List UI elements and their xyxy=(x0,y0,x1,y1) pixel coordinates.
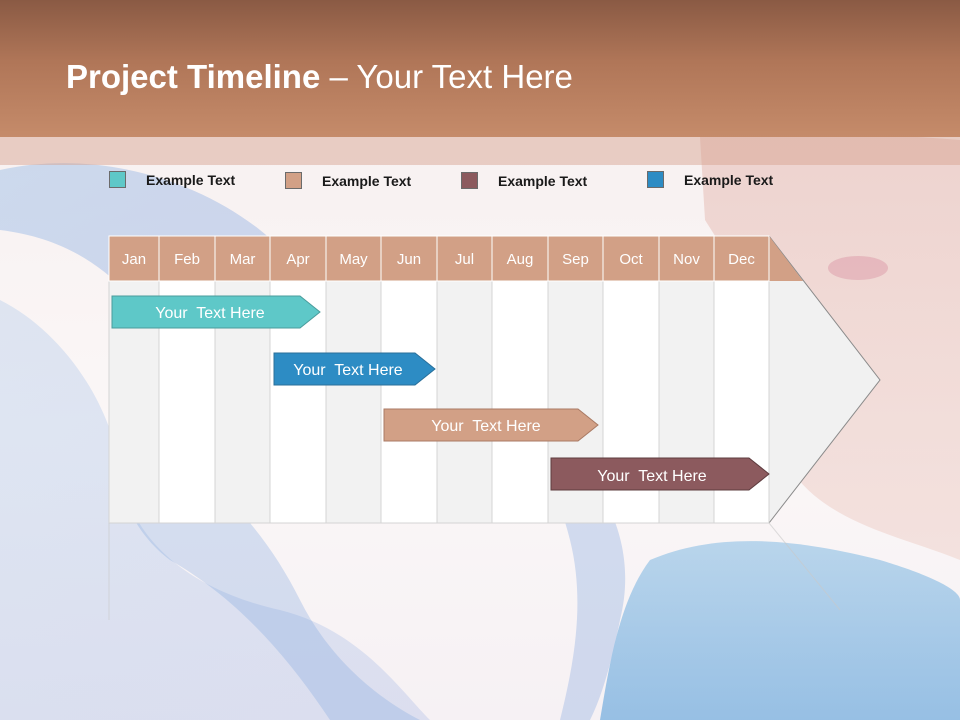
timeline-reflection xyxy=(108,522,841,620)
month-header-bg xyxy=(214,235,271,282)
timeline-bar-shape xyxy=(383,408,599,442)
month-label: Sep xyxy=(562,251,589,268)
month-header-bg xyxy=(269,235,327,282)
legend-label: Example Text xyxy=(322,173,412,189)
month-header-bg xyxy=(602,235,660,282)
month-header-bg xyxy=(658,235,715,282)
month-column xyxy=(491,280,549,524)
month-header-bg xyxy=(547,235,604,282)
month-column xyxy=(436,280,493,524)
timeline-bar-label: Your Text Here xyxy=(293,362,403,379)
month-header-cell: Jan xyxy=(108,235,160,282)
page-title: Project Timeline – Your Text Here xyxy=(66,58,573,96)
legend-label: Example Text xyxy=(146,172,236,188)
timeline-bar: Your Text Here xyxy=(550,457,770,491)
timeline-bar-shape xyxy=(111,295,321,329)
month-column xyxy=(325,280,382,524)
month-header-cell: Oct xyxy=(602,235,660,282)
title-rest: – Your Text Here xyxy=(320,58,573,95)
month-header-bg xyxy=(713,235,770,282)
legend-swatch xyxy=(461,172,478,189)
month-label: Mar xyxy=(230,251,256,268)
legend-label: Example Text xyxy=(498,173,588,189)
legend-swatch xyxy=(285,172,302,189)
month-label: Apr xyxy=(286,251,309,268)
month-label: May xyxy=(339,251,368,268)
month-header-cell: Nov xyxy=(658,235,715,282)
month-label: Nov xyxy=(673,251,700,268)
timeline-bar-label: Your Text Here xyxy=(597,468,707,485)
month-header-cell: Mar xyxy=(214,235,271,282)
month-header-cell: Aug xyxy=(491,235,549,282)
month-header-bg xyxy=(325,235,382,282)
month-header-bg xyxy=(108,235,160,282)
month-label: Oct xyxy=(619,251,643,268)
month-label: Jan xyxy=(122,251,146,268)
month-header-bg xyxy=(491,235,549,282)
month-header-bg xyxy=(158,235,216,282)
legend-swatch xyxy=(647,171,664,188)
timeline-bar-shape xyxy=(273,352,436,386)
month-header-cell: May xyxy=(325,235,382,282)
month-header-cell: Apr xyxy=(269,235,327,282)
month-header-cell: Feb xyxy=(158,235,216,282)
timeline-bar-shape xyxy=(550,457,770,491)
month-header-bg xyxy=(436,235,493,282)
title-bar xyxy=(0,0,960,137)
timeline-bar-label: Your Text Here xyxy=(431,418,541,435)
month-header-cell: Jun xyxy=(380,235,438,282)
month-label: Jun xyxy=(397,251,421,268)
month-label: Dec xyxy=(728,251,755,268)
month-label: Aug xyxy=(507,251,534,268)
timeline-header-tip xyxy=(769,236,803,281)
timeline-bar: Your Text Here xyxy=(383,408,599,442)
month-column xyxy=(380,280,438,524)
legend-label: Example Text xyxy=(684,172,774,188)
timeline-bar-label: Your Text Here xyxy=(155,305,265,322)
month-header-cell: Sep xyxy=(547,235,604,282)
month-header-cell: Dec xyxy=(713,235,770,282)
month-label: Feb xyxy=(174,251,200,268)
month-header-cell: Jul xyxy=(436,235,493,282)
timeline-bar: Your Text Here xyxy=(111,295,321,329)
timeline-bar: Your Text Here xyxy=(273,352,436,386)
month-label: Jul xyxy=(455,251,474,268)
legend-swatch xyxy=(109,171,126,188)
title-bold: Project Timeline xyxy=(66,58,321,95)
title-strip xyxy=(0,137,960,165)
